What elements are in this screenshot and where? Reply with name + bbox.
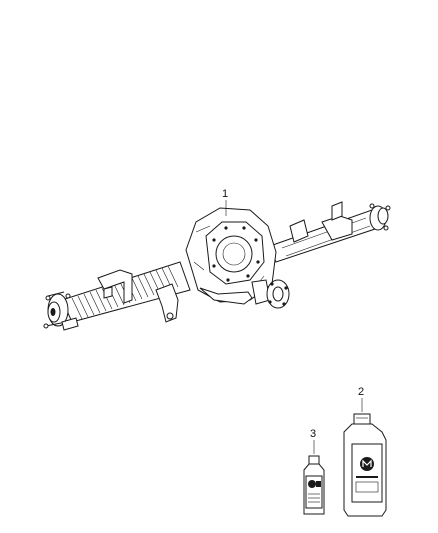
mopar-logo-small-icon xyxy=(308,480,316,488)
callout-1-label: 1 xyxy=(222,188,228,200)
callout-2-label: 2 xyxy=(358,386,364,398)
rear-axle-assembly[interactable] xyxy=(43,201,391,331)
callout-3[interactable]: 3 xyxy=(310,428,316,454)
left-axle-flange xyxy=(43,291,79,331)
callout-2[interactable]: 2 xyxy=(358,386,364,412)
mopar-logo-icon xyxy=(360,457,374,471)
right-axle-tube xyxy=(269,209,379,263)
friction-modifier-bottle[interactable] xyxy=(303,455,325,515)
callout-3-label: 3 xyxy=(310,428,316,440)
pinion-flange xyxy=(251,279,290,309)
left-shock-bracket xyxy=(155,283,179,323)
housing-lower-web xyxy=(199,287,253,305)
right-spring-perch xyxy=(321,201,353,241)
right-axle-flange xyxy=(369,203,391,231)
left-spring-perch xyxy=(97,269,133,304)
right-shock-bracket xyxy=(289,219,309,243)
differential-housing xyxy=(185,207,277,303)
callout-1[interactable]: 1 xyxy=(222,188,228,216)
gear-oil-quart-bottle[interactable] xyxy=(343,413,387,517)
